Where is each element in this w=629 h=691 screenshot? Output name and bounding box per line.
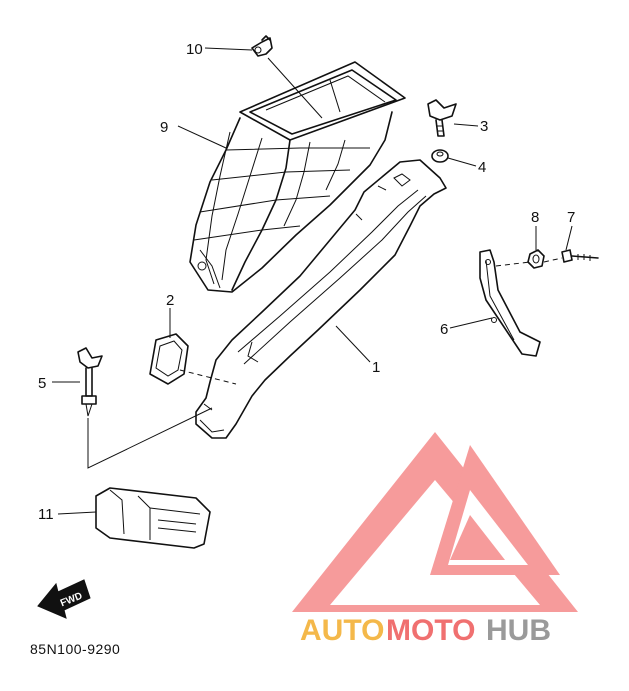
callout-1: 1: [372, 359, 380, 376]
part-2-grommet: [149, 333, 189, 385]
fwd-arrow-icon: FWD: [37, 579, 91, 619]
watermark-text-auto: AUTO: [300, 614, 384, 647]
callout-9: 9: [160, 119, 168, 136]
part-10-wing-bolt: [251, 35, 273, 57]
part-7-screw: [561, 249, 599, 263]
leader-lines: [52, 47, 573, 515]
callout-11: 11: [38, 506, 54, 523]
callout-4: 4: [478, 159, 486, 176]
callout-10: 10: [186, 41, 203, 58]
callout-5: 5: [38, 375, 46, 392]
diagram-code: 85N100-9290: [30, 641, 120, 657]
callout-8: 8: [531, 209, 539, 226]
part-4-washer: [431, 149, 449, 163]
callout-3: 3: [480, 118, 488, 135]
watermark-logo: [292, 432, 578, 612]
callout-2: 2: [166, 292, 174, 309]
part-1-cover: [195, 159, 447, 439]
watermark-text: AUTO MOTO HUB: [300, 614, 551, 647]
callout-labels: 10 9 3 4 8 7 2 6 1 5 11: [38, 41, 575, 523]
watermark-text-moto: MOTO: [386, 614, 475, 647]
callout-6: 6: [440, 321, 448, 338]
callout-7: 7: [567, 209, 575, 226]
part-3-wing-bolt: [427, 99, 457, 137]
part-8-nut: [527, 249, 545, 269]
part-11-tray: [95, 487, 211, 549]
part-9-air-duct: [189, 61, 406, 293]
part-5-bolt: [77, 347, 103, 417]
part-6-bracket: [479, 249, 541, 357]
watermark-text-hub: HUB: [486, 614, 551, 647]
